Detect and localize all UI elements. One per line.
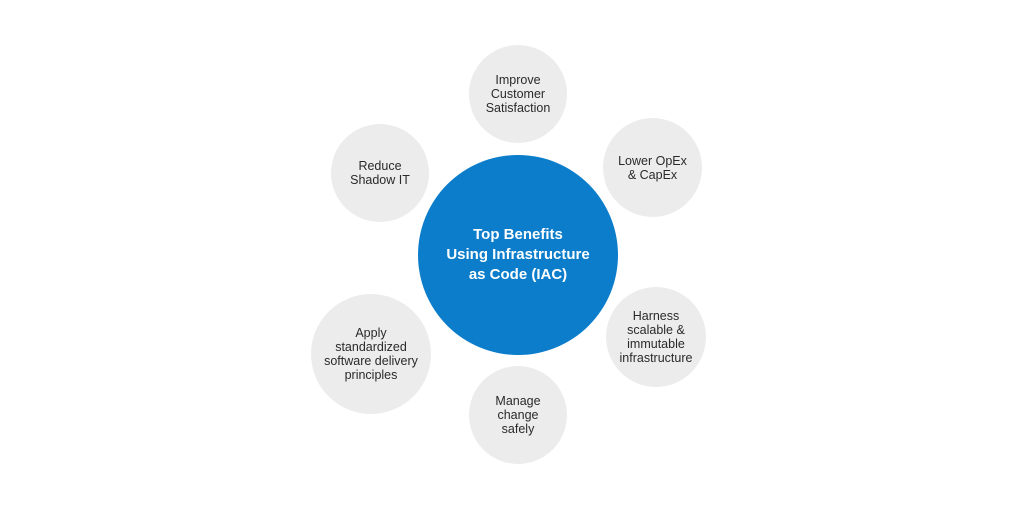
benefit-improve-customer-satisfaction: Improve Customer Satisfaction xyxy=(469,45,567,143)
center-title: Top Benefits Using Infrastructure as Cod… xyxy=(446,226,590,283)
benefit-reduce-shadow-it: Reduce Shadow IT xyxy=(331,124,429,222)
benefit-manage-change-safely: Manage change safely xyxy=(469,366,567,464)
benefit-label: Manage change safely xyxy=(495,394,541,436)
benefit-label: Harness scalable & immutable infrastruct… xyxy=(619,309,693,365)
benefit-lower-opex-capex: Lower OpEx & CapEx xyxy=(603,118,702,217)
benefit-label: Improve Customer Satisfaction xyxy=(485,73,551,115)
benefit-label: Reduce Shadow IT xyxy=(350,159,410,187)
benefit-harness-scalable-infrastructure: Harness scalable & immutable infrastruct… xyxy=(606,287,706,387)
benefit-label: Lower OpEx & CapEx xyxy=(618,153,687,182)
benefit-label: Apply standardized software delivery pri… xyxy=(324,326,418,382)
center-hub-circle: Top Benefits Using Infrastructure as Cod… xyxy=(418,155,618,355)
benefit-apply-standardized-principles: Apply standardized software delivery pri… xyxy=(311,294,431,414)
